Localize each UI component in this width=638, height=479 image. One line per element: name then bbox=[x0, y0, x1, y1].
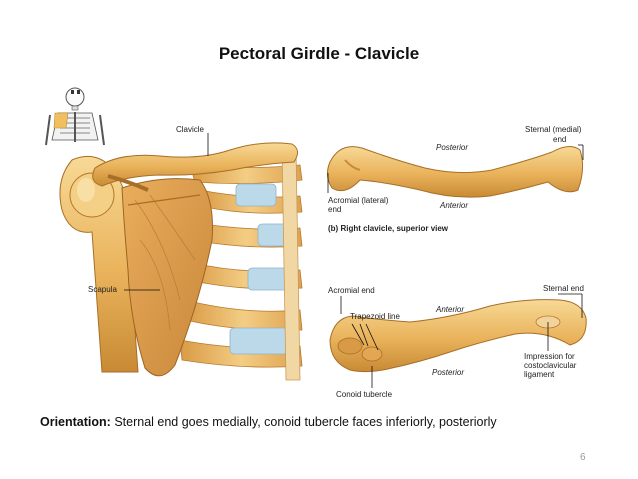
label-sternal-medial-end-2: end bbox=[553, 135, 567, 144]
label-trapezoid-line: Trapezoid line bbox=[350, 312, 400, 321]
scapula bbox=[121, 178, 213, 377]
orientation-label: Orientation: bbox=[40, 415, 111, 429]
label-anterior-top: Anterior bbox=[440, 201, 469, 210]
label-sternal-medial-end-1: Sternal (medial) bbox=[525, 125, 582, 134]
label-acromial-lateral-end-1: Acromial (lateral) bbox=[328, 196, 389, 205]
orientation-text: Sternal end goes medially, conoid tuberc… bbox=[110, 415, 497, 429]
label-scapula: Scapula bbox=[88, 285, 117, 294]
clavicle-superior-view bbox=[326, 144, 584, 198]
clavicle-inferior-view bbox=[329, 293, 587, 388]
label-impression-1: Impression for bbox=[524, 352, 575, 361]
slide-title: Pectoral Girdle - Clavicle bbox=[218, 44, 420, 63]
orientation-note: Orientation: Sternal end goes medially, … bbox=[40, 415, 497, 429]
label-anterior-bottom: Anterior bbox=[436, 305, 465, 314]
label-acromial-end: Acromial end bbox=[328, 286, 375, 295]
humerus bbox=[59, 155, 139, 373]
skeleton-thumbnail bbox=[45, 87, 105, 146]
label-clavicle: Clavicle bbox=[176, 125, 205, 134]
rib-cage bbox=[179, 149, 303, 381]
label-posterior-top: Posterior bbox=[436, 143, 469, 152]
label-acromial-lateral-end-2: end bbox=[328, 205, 342, 214]
clavicle-main bbox=[92, 142, 298, 192]
caption-b: (b) Right clavicle, superior view bbox=[328, 224, 449, 233]
label-posterior-bottom: Posterior bbox=[432, 368, 465, 377]
label-conoid-tubercle: Conoid tubercle bbox=[336, 390, 393, 399]
label-impression-3: ligament bbox=[524, 370, 555, 379]
page-number: 6 bbox=[580, 452, 586, 463]
label-impression-2: costoclavicular bbox=[524, 361, 577, 370]
label-sternal-end: Sternal end bbox=[543, 284, 584, 293]
